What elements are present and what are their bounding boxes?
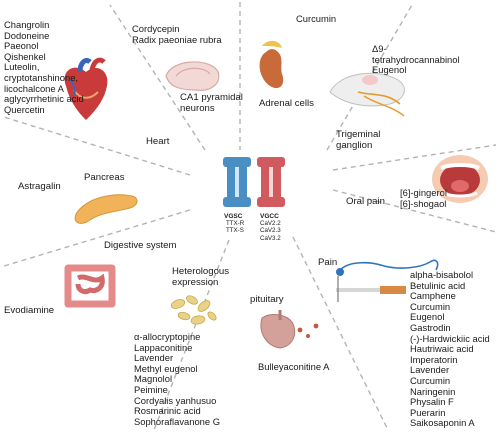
compound: Rosmarinic acid <box>134 405 201 417</box>
pain-compound-list: alpha-bisabolol Betulinic acid Camphene … <box>410 269 490 429</box>
cells-illustration <box>170 295 217 325</box>
pituitary-compound-list: Bulleyaconitine A <box>258 361 330 373</box>
pancreas-compound-list: Astragalin <box>18 181 61 193</box>
hippocampus-illustration <box>165 61 220 91</box>
compound: Curcumin <box>296 13 337 24</box>
intestine-illustration <box>64 264 116 308</box>
compound: (-)-Hardwickiic acid <box>410 332 490 344</box>
compound: alpha-bisabolol <box>410 269 474 280</box>
trigeminal-label: Trigeminal ganglion <box>336 129 381 151</box>
trigeminal-compound-list: Δ9- tetrahydrocannabinol Eugenol <box>372 43 460 76</box>
compound: Sophoraflavanone G <box>134 415 221 427</box>
vgsc-channel-icon <box>223 157 251 207</box>
heterologous-compound-list: α-allocryptopine Lappaconitine Lavender … <box>134 331 221 427</box>
oral-compound-list: [6]-gingerol [6]-shogaol <box>400 187 447 209</box>
compound: Luteolin, <box>4 61 40 73</box>
vgcc-subtype: CaV2.2 <box>260 220 281 227</box>
compound: Gastrodin <box>410 321 451 333</box>
compound: Hautriwaic acid <box>410 343 474 355</box>
compound: [6]-shogaol <box>400 197 447 209</box>
compound: Δ9- <box>372 43 387 54</box>
compound: cryptotanshinone, <box>4 71 79 83</box>
compound: Curcumin <box>410 374 451 386</box>
nerve-illustration <box>336 259 439 302</box>
vgcc-subtypes: CaV2.2 CaV2.3 CaV3.2 <box>260 220 281 242</box>
compound: Evodiamine <box>4 305 55 316</box>
compound: Camphene <box>410 290 456 302</box>
adrenal-compound-list: Curcumin <box>296 13 337 25</box>
mouth-illustration <box>432 155 488 203</box>
heart-compound-list: Changrolin Dodoneine Paeonol Qishenkel L… <box>4 19 84 115</box>
compound: Cordycepin <box>132 23 180 34</box>
compound: Bulleyaconitine A <box>258 361 330 372</box>
vgcc-label: VGCC <box>260 213 279 220</box>
compound: aglycyrrhetinic acid <box>4 93 84 105</box>
compound: Physalin F <box>410 396 454 408</box>
digestive-compound-list: Evodiamine <box>4 305 55 317</box>
compound: [6]-gingerol <box>400 187 447 198</box>
compound: Eugenol <box>372 64 407 76</box>
compound: Puerarin <box>410 406 446 418</box>
heterologous-label: Heterologous expression <box>172 266 230 288</box>
vgcc-subtype: CaV2.3 <box>260 227 281 235</box>
compound: tetrahydrocannabinol <box>372 53 460 65</box>
divider-bottom-left <box>153 239 230 431</box>
ca1-label: CA1 pyramidal neurons <box>180 92 243 114</box>
compound: Curcumin <box>410 300 451 312</box>
compound: Cordyalis yanhusuo <box>134 394 217 406</box>
divider-right-lower <box>332 189 497 233</box>
vgsc-subtypes: TTX-R TTX-S <box>226 220 244 235</box>
vgsc-subtype: TTX-R <box>226 220 245 227</box>
compound: Qishenkel <box>4 50 46 62</box>
compound: Imperatorin <box>410 353 458 365</box>
pituitary-label: pituitary <box>250 294 284 305</box>
compound: Lappaconitine <box>134 341 193 353</box>
compound: Betulinic acid <box>410 279 466 291</box>
pancreas-label: Pancreas <box>84 172 125 183</box>
compound: Quercetin <box>4 103 45 115</box>
compound: Lavender <box>134 352 174 364</box>
adrenal-illustration <box>259 40 284 89</box>
divider-bottom-right <box>292 236 389 431</box>
compound: Peimine <box>134 383 168 395</box>
compound: α-allocryptopine <box>134 331 201 342</box>
compound: Methyl eugenol <box>134 362 198 374</box>
vgsc-subtype: TTX-S <box>226 227 244 235</box>
compound: Changrolin <box>4 19 50 30</box>
compound: Saikosaponin A <box>410 417 475 429</box>
compound: Astragalin <box>18 181 61 192</box>
compound: Dodoneine <box>4 29 50 41</box>
pancreas-illustration <box>74 194 138 224</box>
vgcc-subtype: CaV3.2 <box>260 234 281 242</box>
trigeminal-illustration <box>329 72 405 117</box>
oral-pain-label: Oral pain <box>346 196 385 207</box>
vgsc-label: VGSC <box>224 213 243 220</box>
compound: Radix paeoniae rubra <box>132 33 222 45</box>
vgcc-channel-icon <box>257 157 285 207</box>
pituitary-illustration <box>260 310 319 349</box>
divider-left <box>3 116 191 176</box>
compound: Lavender <box>410 364 450 376</box>
heart-illustration <box>64 57 108 120</box>
divider-right <box>332 144 497 171</box>
compound: Magnolol <box>134 373 173 385</box>
compound: Naringenin <box>410 385 456 397</box>
compound: Paeonol <box>4 40 39 52</box>
heart-label: Heart <box>146 136 170 147</box>
compound: licochalcone A <box>4 82 64 94</box>
adrenal-label: Adrenal cells <box>259 98 314 109</box>
compound: Eugenol <box>410 311 445 323</box>
divider-top-left <box>109 4 206 151</box>
divider-left-lower <box>3 209 191 267</box>
digestive-label: Digestive system <box>104 240 177 251</box>
ca1-compound-list: Cordycepin Radix paeoniae rubra <box>132 23 222 45</box>
pain-label: Pain <box>318 257 338 268</box>
